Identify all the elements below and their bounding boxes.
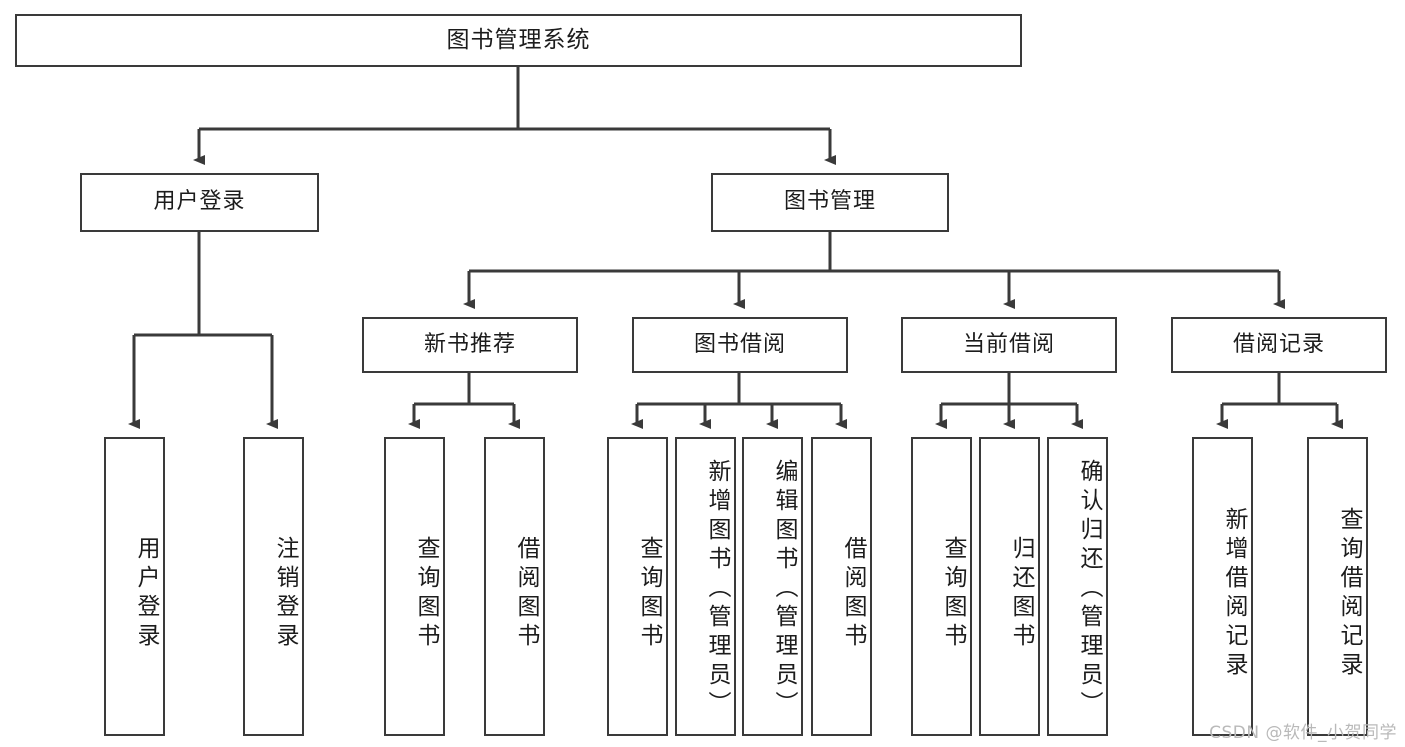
leaf-borrow-add-book-admin[interactable]: 新增图书（管理员） <box>675 437 736 736</box>
leaf-borrow-borrow-book[interactable]: 借阅图书 <box>811 437 872 736</box>
node-borrow-record[interactable]: 借阅记录 <box>1171 317 1387 373</box>
node-user-login[interactable]: 用户登录 <box>80 173 319 232</box>
leaf-label: 查询借阅记录 <box>1336 506 1362 681</box>
leaf-label: 查询图书 <box>413 535 439 652</box>
csdn-watermark: CSDN @软件_小贺同学 <box>1209 723 1397 743</box>
leaf-label: 借阅图书 <box>513 535 539 652</box>
leaf-current-return-book[interactable]: 归还图书 <box>979 437 1040 736</box>
leaf-label: 新增借阅记录 <box>1221 506 1247 681</box>
leaf-borrow-edit-book-admin[interactable]: 编辑图书（管理员） <box>742 437 803 736</box>
leaf-label: 借阅图书 <box>840 535 866 652</box>
leaf-current-confirm-return-admin[interactable]: 确认归还（管理员） <box>1047 437 1108 736</box>
leaf-borrow-query-book[interactable]: 查询图书 <box>607 437 668 736</box>
leaf-label: 新增图书（管理员） <box>704 459 730 720</box>
leaf-user-login-signout[interactable]: 注销登录 <box>243 437 304 736</box>
leaf-record-query-record[interactable]: 查询借阅记录 <box>1307 437 1368 736</box>
leaf-label: 用户登录 <box>133 535 159 652</box>
leaf-label: 注销登录 <box>272 535 298 652</box>
node-new-book-recommend[interactable]: 新书推荐 <box>362 317 578 373</box>
leaf-current-query-book[interactable]: 查询图书 <box>911 437 972 736</box>
leaf-label: 查询图书 <box>940 535 966 652</box>
leaf-recommend-query-book[interactable]: 查询图书 <box>384 437 445 736</box>
node-book-borrow[interactable]: 图书借阅 <box>632 317 848 373</box>
leaf-recommend-borrow-book[interactable]: 借阅图书 <box>484 437 545 736</box>
leaf-user-login-signin[interactable]: 用户登录 <box>104 437 165 736</box>
leaf-label: 查询图书 <box>636 535 662 652</box>
leaf-label: 编辑图书（管理员） <box>771 459 797 720</box>
leaf-record-add-record[interactable]: 新增借阅记录 <box>1192 437 1253 736</box>
node-book-management[interactable]: 图书管理 <box>711 173 949 232</box>
node-current-borrow[interactable]: 当前借阅 <box>901 317 1117 373</box>
node-root-system[interactable]: 图书管理系统 <box>15 14 1022 67</box>
leaf-label: 归还图书 <box>1008 535 1034 652</box>
leaf-label: 确认归还（管理员） <box>1076 459 1102 720</box>
